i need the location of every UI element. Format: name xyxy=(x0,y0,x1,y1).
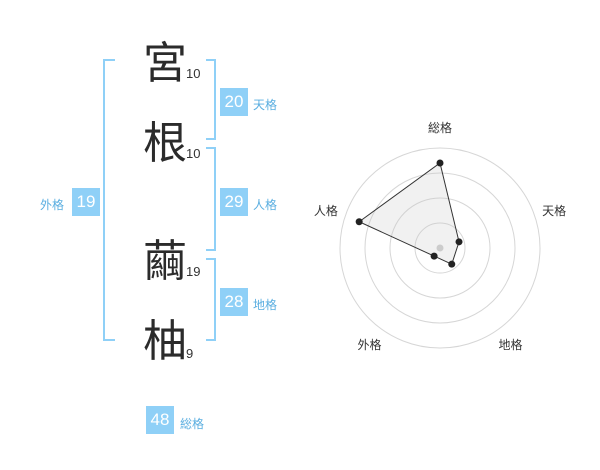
radar-point-5 xyxy=(355,218,363,226)
tenkaku-label: 天格 xyxy=(253,98,278,112)
jinkaku-label: 人格 xyxy=(253,198,278,212)
radar-ring-1 xyxy=(414,222,466,274)
chikaku-label: 地格 xyxy=(253,298,278,312)
jinkaku-value: 29 xyxy=(220,188,248,216)
tenkaku-value: 20 xyxy=(220,88,248,116)
jinkaku-bracket xyxy=(206,147,216,251)
radar-axis-label-4: 外格 xyxy=(357,337,381,352)
name-char-3: 繭 xyxy=(143,236,187,287)
stroke-count-2: 10 xyxy=(186,146,201,161)
radar-point-4 xyxy=(430,252,438,260)
chikaku-value: 28 xyxy=(220,288,248,316)
radar-axis-label-3: 地格 xyxy=(499,337,523,352)
radar-ring-2 xyxy=(389,197,491,299)
radar-axis-label-1: 総格 xyxy=(428,120,452,135)
name-char-2: 根 xyxy=(143,118,187,169)
outer-bracket xyxy=(103,59,115,341)
radar-ring-3 xyxy=(364,172,516,324)
stroke-count-3: 19 xyxy=(186,264,201,279)
stroke-count-1: 10 xyxy=(186,66,201,81)
name-char-1: 宮 xyxy=(143,38,187,89)
radar-point-3 xyxy=(448,260,456,268)
radar-axis-label-2: 天格 xyxy=(542,203,566,218)
tenkaku-bracket xyxy=(206,59,216,140)
radar-center xyxy=(436,244,444,252)
radar-axis-label-5: 人格 xyxy=(314,203,338,218)
soukaku-label: 総格 xyxy=(180,417,205,431)
radar-point-1 xyxy=(436,159,444,167)
soukaku-value: 48 xyxy=(146,406,174,434)
gaikaku-value: 19 xyxy=(72,188,100,216)
name-char-4: 柚 xyxy=(143,316,187,367)
chikaku-bracket xyxy=(206,258,216,341)
gaikaku-label: 外格 xyxy=(40,198,65,212)
radar-series-polygon xyxy=(358,162,460,265)
radar-ring-4 xyxy=(339,147,541,349)
radar-point-2 xyxy=(455,238,463,246)
stroke-count-4: 9 xyxy=(186,346,194,361)
